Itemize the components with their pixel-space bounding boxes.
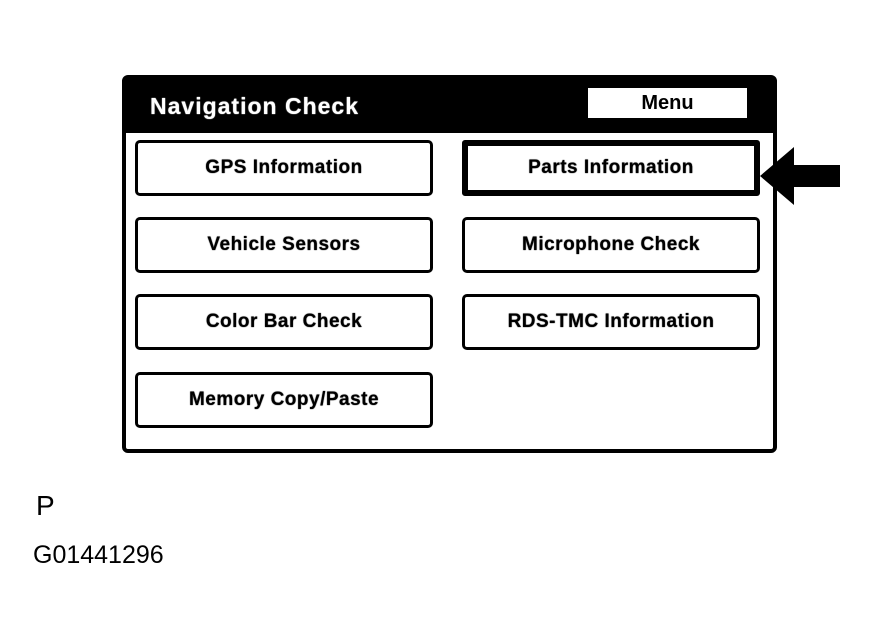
button-microphone-check[interactable]: Microphone Check — [462, 217, 760, 273]
menu-button[interactable]: Menu — [588, 88, 747, 118]
page-title: Navigation Check — [150, 92, 359, 119]
button-color-bar-check[interactable]: Color Bar Check — [135, 294, 433, 350]
button-memory-copy-paste[interactable]: Memory Copy/Paste — [135, 372, 433, 428]
figure-letter: P — [36, 490, 55, 521]
title-bar: Navigation Check Menu — [126, 79, 773, 133]
button-rds-tmc-information[interactable]: RDS-TMC Information — [462, 294, 760, 350]
figure-code: G01441296 — [33, 541, 164, 569]
navigation-check-screen: Navigation Check Menu GPS Information Pa… — [122, 75, 777, 453]
button-vehicle-sensors[interactable]: Vehicle Sensors — [135, 217, 433, 273]
arrow-left-icon — [760, 147, 840, 205]
button-gps-information[interactable]: GPS Information — [135, 140, 433, 196]
button-parts-information[interactable]: Parts Information — [462, 140, 760, 196]
